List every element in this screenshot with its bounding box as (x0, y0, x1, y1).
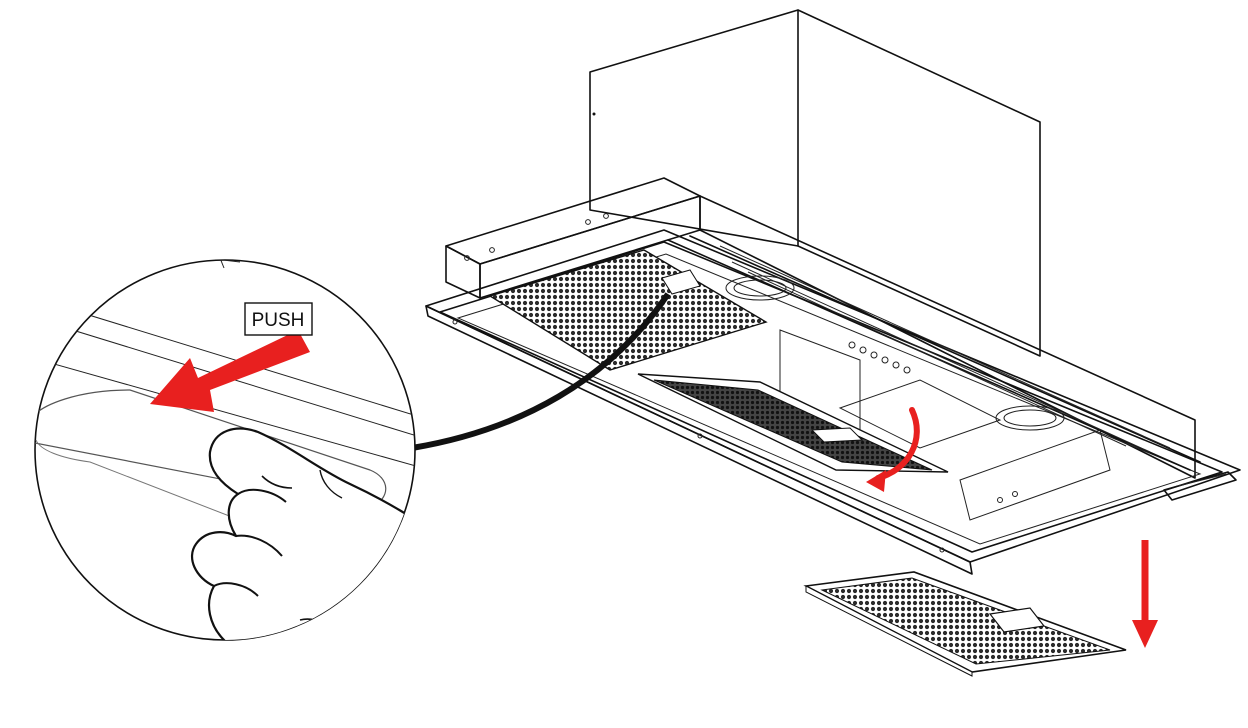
rotate-arrow (866, 407, 920, 492)
removed-grease-filter (803, 571, 1127, 677)
detail-magnifier (34, 259, 416, 641)
side-handle (1163, 471, 1237, 501)
hand-icon (190, 427, 415, 640)
detail-leader (411, 292, 671, 451)
hood-body (425, 177, 1241, 575)
installed-grease-filter (488, 249, 768, 371)
tilting-grease-filter (637, 373, 949, 473)
push-arrow (150, 330, 310, 412)
push-label-box: PUSH (244, 302, 313, 336)
chimney (589, 9, 1041, 357)
push-label: PUSH (252, 310, 305, 331)
drop-arrow (1132, 540, 1158, 648)
control-buttons (848, 341, 911, 374)
